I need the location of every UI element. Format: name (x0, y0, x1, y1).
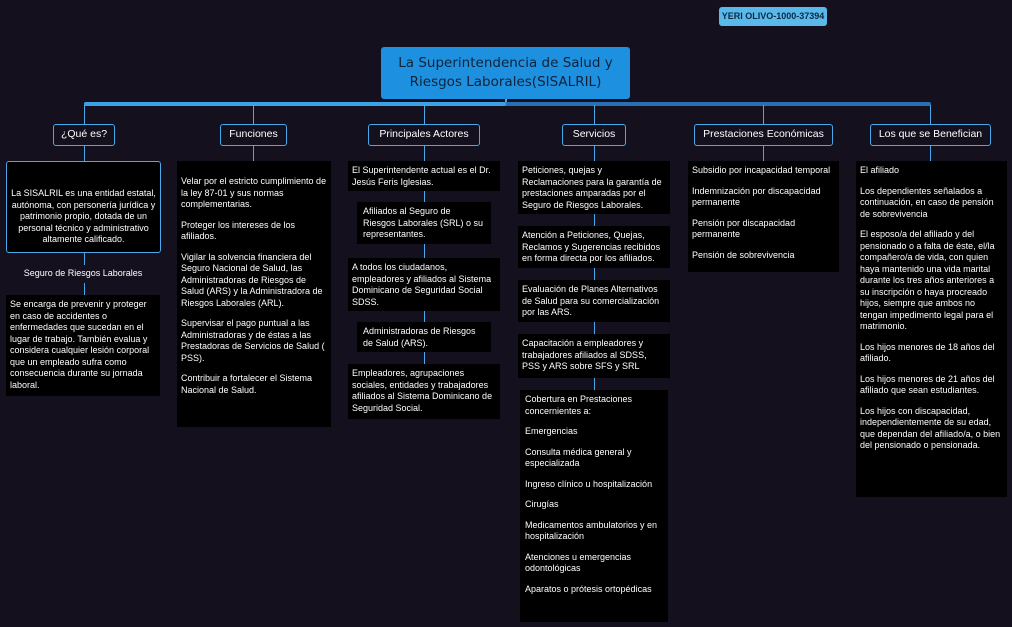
beneficiario-item: El afiliado (860, 165, 900, 175)
connector-que-es (84, 105, 85, 124)
funcion-item: Contribuir a fortalecer el Sistema Nacio… (181, 373, 313, 395)
trunk-line (84, 102, 931, 106)
connector-actor-a2 (424, 244, 425, 258)
prestacion-item: Pensión de sobrevivencia (692, 249, 795, 260)
topic-prestaciones-economicas[interactable]: Prestaciones Económicas (694, 124, 833, 146)
connector-servicio-cobertura (594, 378, 595, 390)
servicio-peticiones-text: Peticiones, quejas y Reclamaciones para … (522, 165, 662, 210)
connector-actor-a1-sub (424, 191, 425, 202)
connector-servicios (594, 105, 595, 124)
connector-servicio-s4 (594, 322, 595, 334)
servicio-evaluacion[interactable]: Evaluación de Planes Alternativos de Sal… (518, 280, 670, 322)
servicio-capacitacion-text: Capacitación a empleadores y trabajadore… (522, 338, 647, 371)
beneficiario-item: Los hijos menores de 18 años del afiliad… (860, 341, 995, 364)
topic-funciones[interactable]: Funciones (220, 124, 287, 146)
prestacion-item: Subsidio por incapacidad temporal (692, 165, 831, 175)
beneficiario-item: Los dependientes señalados a continuació… (860, 185, 994, 219)
connector-prestaciones-down (763, 146, 764, 161)
connector-que-es-down (84, 146, 85, 161)
seguro-riesgos-box[interactable]: Se encarga de prevenir y proteger en cas… (6, 295, 160, 396)
actor-afiliados-srl-text: Afiliados al Seguro de Riesgos Laborales… (363, 206, 484, 239)
actor-ars-text: Administradoras de Riesgos de Salud (ARS… (363, 326, 476, 348)
central-topic[interactable]: La Superintendencia de Salud y Riesgos L… (381, 47, 630, 99)
connector-funciones (253, 105, 254, 124)
beneficiarios-box[interactable]: El afiliado Los dependientes señalados a… (856, 161, 1007, 497)
connector-actores-down (424, 146, 425, 161)
actor-ciudadanos[interactable]: A todos los ciudadanos, empleadores y af… (348, 258, 500, 311)
connector-beneficiarios-down (930, 146, 931, 161)
servicio-evaluacion-text: Evaluación de Planes Alternativos de Sal… (522, 284, 660, 317)
actor-empleadores[interactable]: Empleadores, agrupaciones sociales, enti… (348, 364, 500, 419)
funciones-box[interactable]: Velar por el estricto cumplimiento de la… (177, 161, 331, 427)
funcion-item: Proteger los intereses de los afiliados. (181, 219, 296, 242)
author-tag[interactable]: YERI OLIVO-1000-37394 (719, 7, 827, 26)
cobertura-item: Cirugías (525, 499, 559, 509)
actor-superintendente-text: El Superintendente actual es el Dr. Jesú… (352, 165, 491, 187)
connector-servicio-s2 (594, 214, 595, 226)
beneficiario-item: Los hijos con discapacidad, independient… (860, 405, 1001, 451)
topic-que-es[interactable]: ¿Qué es? (53, 124, 115, 146)
beneficiario-item: Los hijos menores de 21 años del afiliad… (860, 373, 995, 396)
cobertura-item: Cobertura en Prestaciones concernientes … (525, 394, 633, 416)
topic-principales-actores[interactable]: Principales Actores (368, 124, 480, 146)
actor-empleadores-text: Empleadores, agrupaciones sociales, enti… (352, 368, 493, 413)
definicion-box[interactable]: La SISALRIL es una entidad estatal, autó… (6, 161, 161, 253)
actor-ars[interactable]: Administradoras de Riesgos de Salud (ARS… (357, 322, 491, 352)
servicio-cobertura[interactable]: Cobertura en Prestaciones concernientes … (520, 390, 668, 622)
cobertura-item: Medicamentos ambulatorios y en hospitali… (525, 519, 658, 542)
seguro-riesgos-text: Se encarga de prevenir y proteger en cas… (10, 299, 150, 390)
funcion-item: Velar por el estricto cumplimiento de la… (181, 176, 327, 209)
cobertura-item: Emergencias (525, 426, 578, 436)
central-topic-label: La Superintendencia de Salud y Riesgos L… (398, 55, 613, 90)
prestacion-item: Pensión por discapacidad permanente (692, 217, 796, 240)
topic-servicios[interactable]: Servicios (562, 124, 626, 146)
funcion-item: Vigilar la solvencia financiera del Segu… (181, 251, 323, 308)
cobertura-item: Consulta médica general y especializada (525, 446, 632, 469)
cobertura-item: Ingreso clínico u hospitalización (525, 478, 653, 489)
beneficiario-item: El esposo/a del afiliado y del pensionad… (860, 229, 995, 331)
trunk-line-left (84, 102, 506, 106)
central-connector (505, 99, 507, 103)
cobertura-item: Aparatos o prótesis ortopédicas (525, 583, 652, 594)
funcion-item: Supervisar el pago puntual a las Adminis… (181, 318, 325, 363)
servicio-atencion[interactable]: Atención a Peticiones, Quejas, Reclamos … (518, 226, 670, 268)
topic-los-que-se-benefician[interactable]: Los que se Benefician (870, 124, 991, 146)
seguro-riesgos-label[interactable]: Seguro de Riesgos Laborales (23, 268, 143, 278)
connector-seguro-text (84, 283, 85, 295)
connector-actores (424, 105, 425, 124)
definicion-text: La SISALRIL es una entidad estatal, autó… (11, 188, 156, 244)
connector-servicio-s3 (594, 268, 595, 280)
servicio-capacitacion[interactable]: Capacitación a empleadores y trabajadore… (518, 334, 670, 378)
prestaciones-box[interactable]: Subsidio por incapacidad temporal Indemn… (688, 161, 839, 272)
actor-ciudadanos-text: A todos los ciudadanos, empleadores y af… (352, 262, 492, 307)
actor-afiliados-srl[interactable]: Afiliados al Seguro de Riesgos Laborales… (357, 202, 491, 244)
connector-servicios-down (594, 146, 595, 161)
connector-beneficiarios (930, 105, 931, 124)
actor-superintendente[interactable]: El Superintendente actual es el Dr. Jesú… (348, 161, 500, 191)
connector-prestaciones (763, 105, 764, 124)
connector-funciones-down (253, 146, 254, 161)
cobertura-item: Atenciones u emergencias odontológicas (525, 551, 632, 574)
prestacion-item: Indemnización por discapacidad permanent… (692, 185, 821, 208)
servicio-atencion-text: Atención a Peticiones, Quejas, Reclamos … (522, 230, 661, 263)
servicio-peticiones[interactable]: Peticiones, quejas y Reclamaciones para … (518, 161, 670, 214)
connector-actor-a2-sub (424, 311, 425, 322)
connector-actor-a3 (424, 352, 425, 364)
connector-seguro (84, 253, 85, 265)
